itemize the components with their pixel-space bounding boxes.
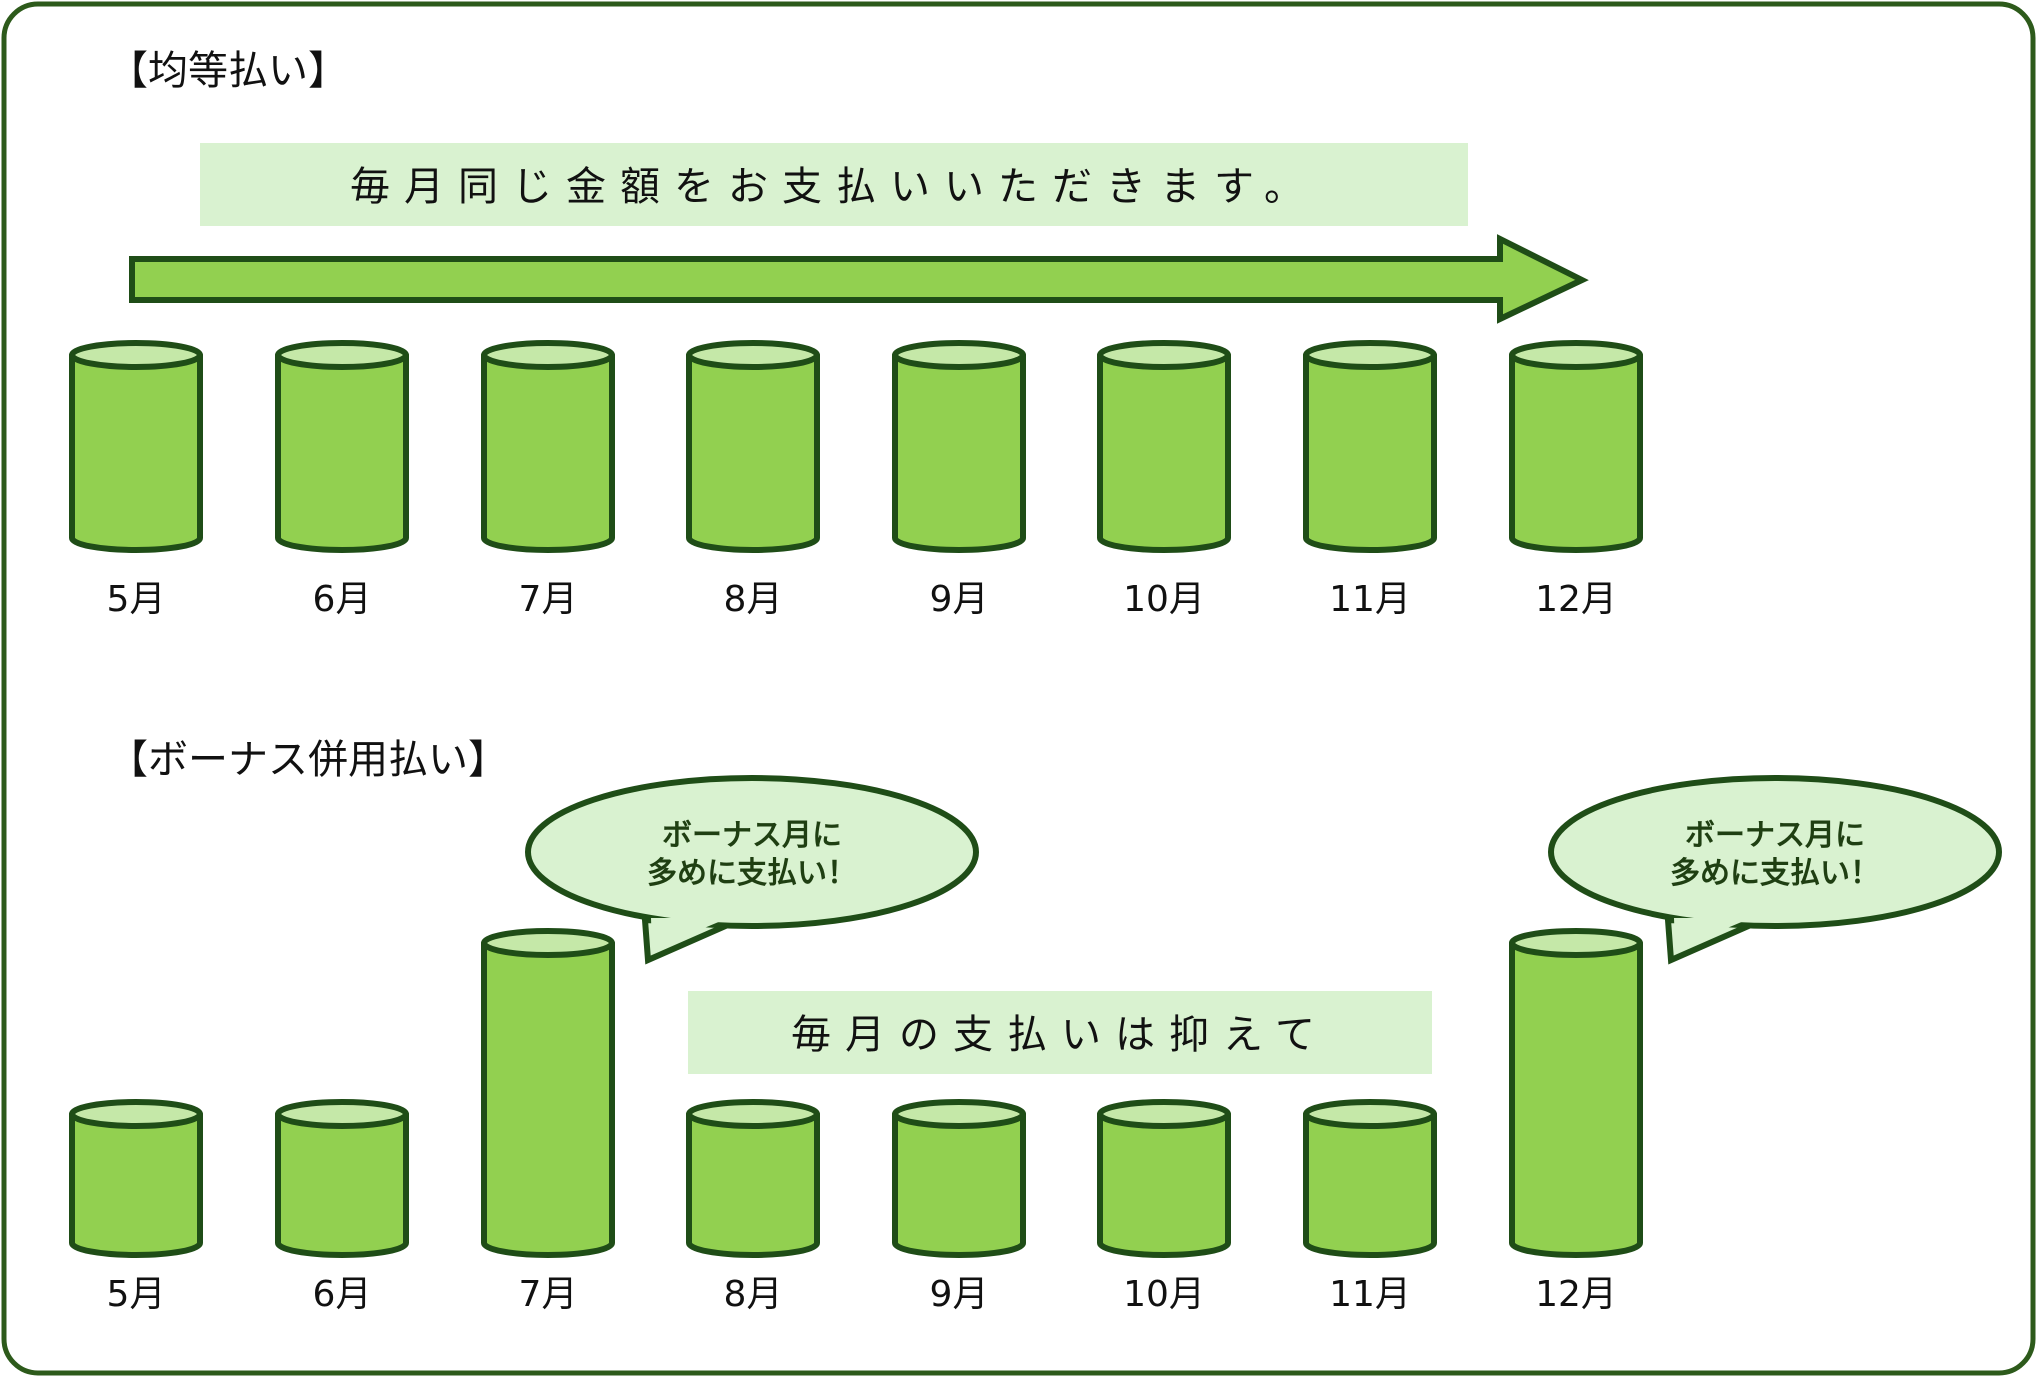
bonus-title: 【ボーナス併用払い】 (108, 737, 508, 783)
bonus-banner (688, 991, 1432, 1074)
equal-cylinder-2 (275, 340, 409, 553)
equal-bar-group (69, 340, 1643, 553)
bonus-cylinder-5 (892, 1099, 1026, 1258)
bonus-month-label-4: 8月 (724, 1274, 783, 1315)
equal-title: 【均等払い】 (108, 48, 348, 94)
callout-bubble-december: ボーナス月に 多めに支払い！ (1548, 775, 2002, 965)
callout-july-line1: ボーナス月に (662, 818, 842, 853)
bonus-month-label-2: 6月 (313, 1274, 372, 1315)
callout-december-line1: ボーナス月に (1685, 818, 1865, 853)
bonus-banner-text: 毎月の支払いは抑えて (791, 1012, 1329, 1058)
equal-month-label-5: 9月 (930, 579, 989, 620)
equal-month-label-8: 12月 (1535, 579, 1617, 620)
equal-cylinder-5 (892, 340, 1026, 553)
equal-month-label-4: 8月 (724, 579, 783, 620)
equal-month-label-6: 10月 (1123, 579, 1205, 620)
equal-cylinder-6 (1097, 340, 1231, 553)
equal-banner (200, 143, 1468, 226)
bonus-cylinder-2 (275, 1099, 409, 1258)
bonus-cylinder-3 (481, 928, 615, 1258)
equal-month-label-3: 7月 (519, 579, 578, 620)
callout-july-line2: 多めに支払い！ (647, 856, 857, 891)
bonus-cylinder-1 (69, 1099, 203, 1258)
bonus-cylinder-4 (686, 1099, 820, 1258)
bonus-month-label-5: 9月 (930, 1274, 989, 1315)
equal-arrow (129, 234, 1589, 324)
bonus-cylinder-7 (1303, 1099, 1437, 1258)
bonus-month-label-1: 5月 (107, 1274, 166, 1315)
bonus-month-label-3: 7月 (519, 1274, 578, 1315)
bonus-cylinder-6 (1097, 1099, 1231, 1258)
equal-month-labels: 5月 6月 7月 8月 9月 10月 11月 12月 (107, 579, 1617, 620)
bonus-month-label-6: 10月 (1123, 1274, 1205, 1315)
equal-cylinder-3 (481, 340, 615, 553)
bonus-month-label-8: 12月 (1535, 1274, 1617, 1315)
equal-month-label-7: 11月 (1329, 579, 1411, 620)
bonus-bar-group (69, 928, 1643, 1258)
equal-banner-text: 毎月同じ金額をお支払いいただきます。 (350, 164, 1318, 210)
bonus-cylinder-8 (1509, 928, 1643, 1258)
bonus-month-label-7: 11月 (1329, 1274, 1411, 1315)
equal-cylinder-1 (69, 340, 203, 553)
equal-cylinder-8 (1509, 340, 1643, 553)
bonus-month-labels: 5月 6月 7月 8月 9月 10月 11月 12月 (107, 1274, 1617, 1315)
equal-cylinder-4 (686, 340, 820, 553)
callout-december-line2: 多めに支払い！ (1670, 856, 1880, 891)
equal-month-label-2: 6月 (313, 579, 372, 620)
callout-bubble-july: ボーナス月に 多めに支払い！ (525, 775, 979, 965)
equal-month-label-1: 5月 (107, 579, 166, 620)
equal-cylinder-7 (1303, 340, 1437, 553)
